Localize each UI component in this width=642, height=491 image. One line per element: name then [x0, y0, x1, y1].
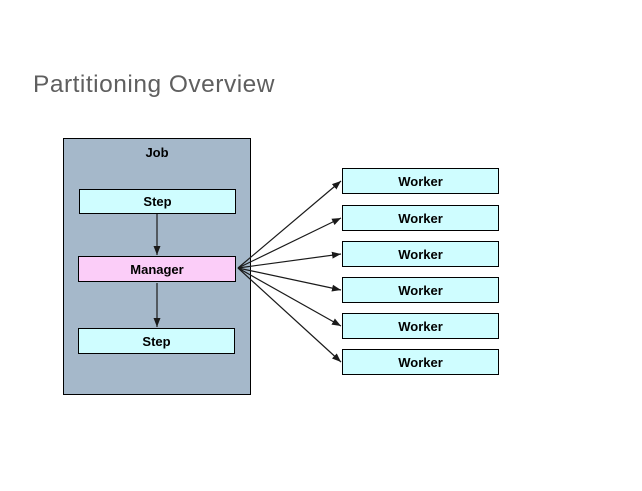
slide-title: Partitioning Overview: [33, 71, 275, 98]
worker-box-1-label: Worker: [398, 173, 443, 189]
arrow-manager-to-worker-1: [237, 180, 342, 269]
arrow-manager-to-worker-4: [237, 267, 342, 292]
worker-box-5: Worker: [342, 313, 499, 339]
arrow-manager-to-worker-5: [237, 267, 342, 327]
step-box-2-label: Step: [142, 333, 171, 349]
step-box-2: Step: [78, 328, 235, 354]
manager-box: Manager: [78, 256, 236, 282]
step-box-1: Step: [79, 189, 236, 214]
worker-box-6-label: Worker: [398, 354, 443, 370]
worker-box-6: Worker: [342, 349, 499, 375]
job-label: Job: [145, 145, 169, 160]
worker-box-2-label: Worker: [398, 210, 443, 226]
worker-box-4: Worker: [342, 277, 499, 303]
worker-box-3-label: Worker: [398, 246, 443, 262]
arrow-manager-to-worker-3: [237, 251, 342, 269]
worker-box-4-label: Worker: [398, 282, 443, 298]
step-box-1-label: Step: [143, 194, 172, 209]
arrow-manager-to-worker-2: [237, 217, 342, 269]
manager-box-label: Manager: [130, 261, 184, 277]
worker-box-1: Worker: [342, 168, 499, 194]
worker-box-3: Worker: [342, 241, 499, 267]
worker-box-2: Worker: [342, 205, 499, 231]
worker-box-5-label: Worker: [398, 318, 443, 334]
arrow-manager-to-worker-6: [237, 267, 342, 363]
